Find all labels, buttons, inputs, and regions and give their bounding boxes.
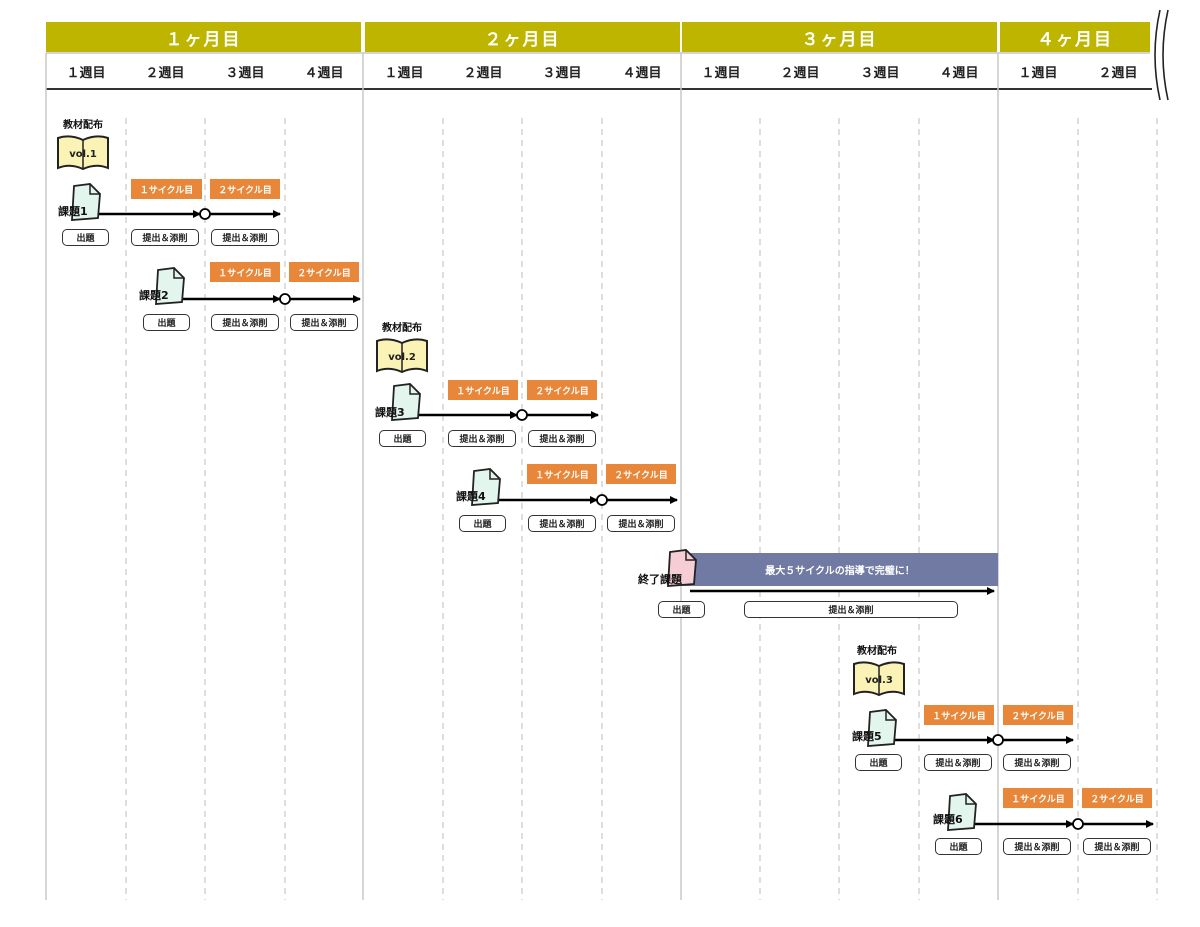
task-label-5: 課題5 [852,730,882,743]
submit-review-pill: 提出＆添削 [528,515,596,532]
submit-review-pill: 提出＆添削 [448,430,516,447]
document-icon [71,183,101,221]
final-task-label: 終了課題 [638,573,682,586]
week-label: ２週目 [145,66,185,81]
book-icon: vol.1 [57,135,109,171]
document-icon [947,793,977,831]
document-icon [391,383,421,421]
assign-pill: 出題 [62,229,109,246]
final-document-icon [667,549,697,587]
cycle-1-tag: １サイクル目 [448,380,518,400]
week-label: ４週目 [939,66,979,81]
month-header-4: ４ヶ月目 [1000,22,1150,52]
task-label-6: 課題6 [933,813,963,826]
cycle-2-tag: ２サイクル目 [527,380,597,400]
cycle-1-tag: １サイクル目 [1003,788,1073,808]
week-label: ２週目 [1098,66,1138,81]
week-label: ２週目 [463,66,503,81]
week-label: １週目 [1018,66,1058,81]
cycle-1-tag: １サイクル目 [924,705,994,725]
cycle-1-tag: １サイクル目 [527,464,597,484]
submit-review-pill: 提出＆添削 [607,515,675,532]
submit-review-pill: 提出＆添削 [211,229,279,246]
cycle-1-tag: １サイクル目 [210,262,280,282]
submit-review-pill: 提出＆添削 [1083,838,1151,855]
cycle-2-tag: ２サイクル目 [1082,788,1152,808]
cycle-2-tag: ２サイクル目 [1003,705,1073,725]
week-label: ３週目 [225,66,265,81]
week-label: ４週目 [622,66,662,81]
document-icon [155,267,185,305]
week-label: ４週目 [304,66,344,81]
month-header-1: １ヶ月目 [46,22,361,52]
final-task-banner: 最大５サイクルの指導で完璧に！ [682,553,998,586]
submit-review-pill: 提出＆添削 [528,430,596,447]
assign-pill: 出題 [935,838,982,855]
material-distribution-label: 教材配布 [63,120,103,131]
week-label: １週目 [701,66,741,81]
submit-review-pill: 提出＆添削 [1003,754,1071,771]
continuation-mark [1154,9,1169,101]
week-label: １週目 [384,66,424,81]
document-icon [867,709,897,747]
book-icon: vol.3 [853,661,905,697]
cycle-2-tag: ２サイクル目 [210,179,280,199]
volume-label: vol.2 [388,352,416,363]
week-label: ３週目 [542,66,582,81]
task-label-4: 課題4 [456,490,486,503]
week-label: ２週目 [780,66,820,81]
week-label: １週目 [66,66,106,81]
cycle-2-tag: ２サイクル目 [606,464,676,484]
final-submit-review-pill: 提出＆添削 [744,601,958,618]
book-icon: vol.2 [376,338,428,374]
material-distribution-label: 教材配布 [382,323,422,334]
submit-review-pill: 提出＆添削 [290,314,358,331]
task-label-3: 課題3 [375,406,405,419]
task-label-2: 課題2 [139,289,169,302]
document-icon [471,468,501,506]
submit-review-pill: 提出＆添削 [924,754,992,771]
volume-label: vol.1 [69,149,97,160]
submit-review-pill: 提出＆添削 [211,314,279,331]
volume-label: vol.3 [865,675,893,686]
week-label: ３週目 [860,66,900,81]
month-header-3: ３ヶ月目 [682,22,997,52]
material-distribution-label: 教材配布 [857,646,897,657]
submit-review-pill: 提出＆添削 [131,229,199,246]
month-header-2: ２ヶ月目 [365,22,680,52]
submit-review-pill: 提出＆添削 [1003,838,1071,855]
cycle-1-tag: １サイクル目 [131,179,202,199]
assign-pill: 出題 [855,754,902,771]
task-label-1: 課題1 [58,205,88,218]
assign-pill: 出題 [143,314,190,331]
assign-pill: 出題 [459,515,506,532]
assign-pill: 出題 [379,430,426,447]
cycle-2-tag: ２サイクル目 [289,262,359,282]
assign-pill: 出題 [658,601,705,618]
